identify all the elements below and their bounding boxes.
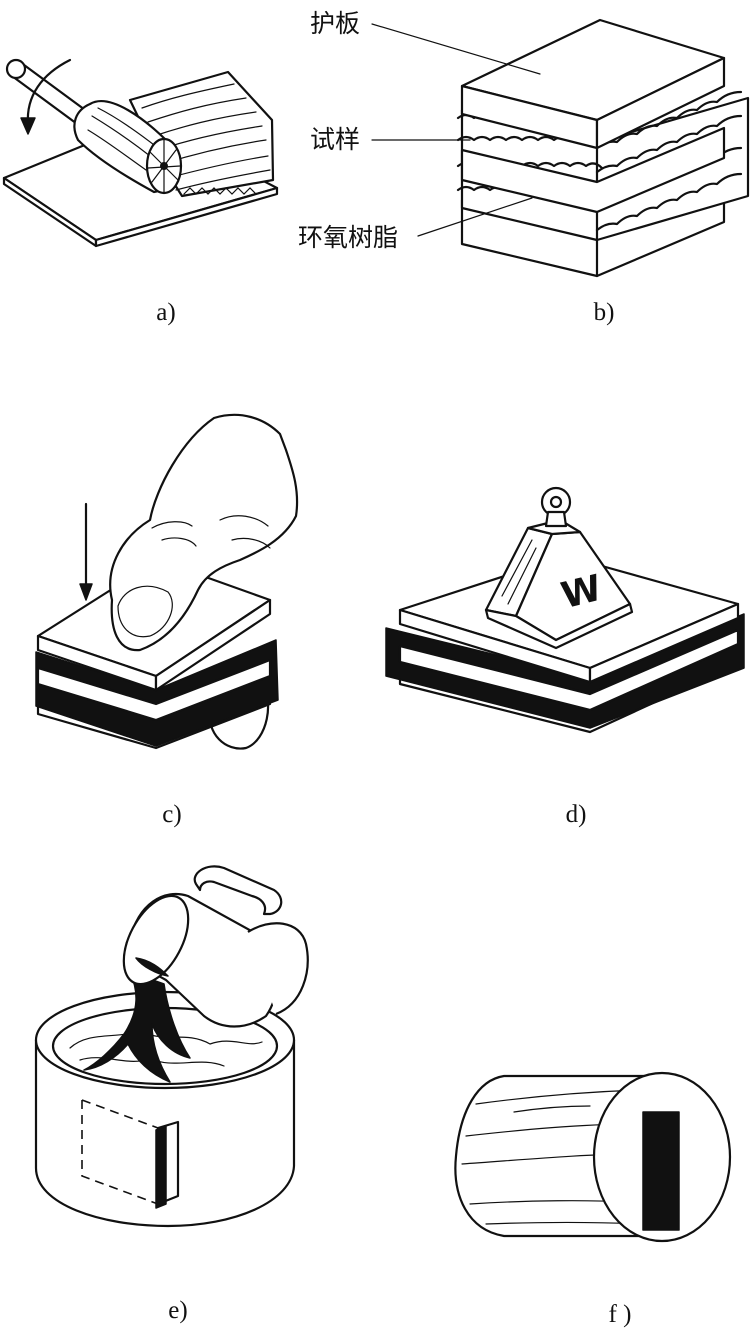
cup-lip-resin [135,957,169,977]
leader-epoxy [417,197,533,237]
panel-a-roller-on-plate [2,58,279,248]
panel-d-weight-press: W [385,486,745,734]
caption-b: b) [594,299,615,326]
c-top-side [154,598,272,692]
weight-shading [501,539,537,605]
fingernail [117,585,173,638]
top-cover-side [595,56,726,150]
label-specimen: 试样 [310,125,360,154]
panel-c-finger-press [35,413,299,750]
label-epoxy-resin: 环氧树脂 [298,223,398,252]
caption-c: c) [162,801,181,828]
sheet-fringe [183,187,257,195]
rotation-arrow-head [20,117,36,135]
mount-surface-lines [461,1089,641,1225]
resin-stream [83,971,191,1083]
press-arrow-head [79,583,93,601]
c-middle-plate [36,658,272,722]
cup-handle [193,865,283,916]
sheet-texture [141,83,271,191]
weight-letter: W [557,568,605,617]
caption-d: d) [566,801,587,828]
exposed-specimen-section [642,1111,680,1231]
upper-bead-right-2 [595,114,743,174]
weight-neck [544,510,568,528]
cup-back [247,922,309,1016]
d-top-side [588,602,740,684]
panel-f-mounted-specimen [454,1071,732,1243]
panel-b-specimen-stack [371,18,750,278]
pressing-finger [109,413,299,652]
finger-creases [151,515,271,549]
upper-bead-right [595,90,743,150]
roller-axle [160,162,168,170]
caption-a: a) [156,299,175,326]
weight-base [484,602,634,650]
caption-f: f ) [609,1301,632,1328]
embedded-specimen-outline [81,1099,159,1205]
weight-ring-hole [549,495,563,509]
plate-edge-front [94,186,279,248]
middle-plate [460,126,726,214]
leader-cover [371,23,541,75]
lower-bead-right-2 [595,172,743,232]
embedded-specimen-edge [155,1125,167,1209]
rotation-arrow [26,58,72,126]
handle-end [5,58,27,80]
label-cover-plate: 护板 [310,9,360,38]
panel-e-pouring-resin [34,865,309,1228]
caption-e: e) [168,1297,187,1324]
d-middle-plate [398,628,740,712]
